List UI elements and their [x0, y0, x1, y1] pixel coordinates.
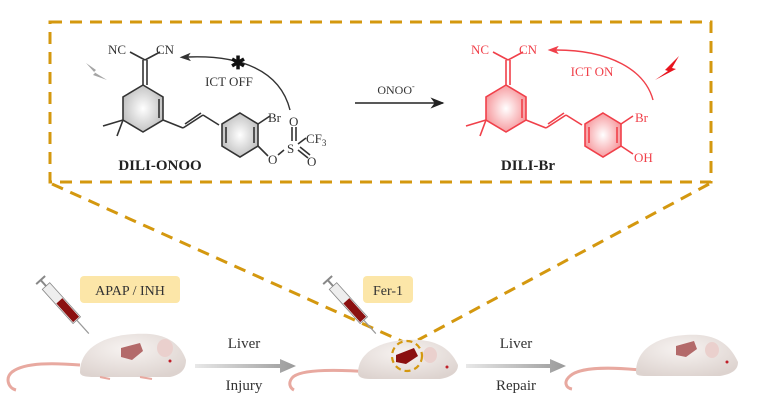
- product-nc: NC: [471, 42, 489, 57]
- probe-cf3-sub: 3: [322, 138, 327, 148]
- probe-ict-label: ICT OFF: [205, 74, 253, 89]
- syringe-1-icon: [35, 275, 90, 334]
- probe-o-bottom: O: [307, 154, 316, 169]
- zoom-callout: [48, 20, 713, 346]
- probe-cf3-main: CF: [306, 131, 322, 146]
- liver-healthy-icon: [121, 343, 143, 360]
- arrow2-top-label: Liver: [500, 336, 532, 352]
- step1-tag-bg: [80, 276, 180, 303]
- liver-repaired-icon: [676, 341, 697, 357]
- probe-ict-arrow: [179, 52, 291, 111]
- reagent-charge: -: [412, 82, 415, 91]
- arrow2-bottom-label: Repair: [496, 378, 536, 394]
- probe-o-top: O: [289, 114, 298, 129]
- product-ict-arrow: [547, 45, 654, 101]
- reagent-label: ONOO-: [377, 82, 415, 97]
- probe-name: DILI-ONOO: [118, 158, 201, 174]
- product-ring-1: [485, 84, 527, 133]
- probe-ict-blocked: ✱: [230, 53, 245, 73]
- arrow1-bottom-label: Injury: [226, 378, 263, 394]
- mouse-2: [288, 339, 458, 392]
- product-name: DILI-Br: [501, 158, 556, 174]
- step2-tag: Fer-1: [373, 284, 403, 299]
- probe-o-ester: O: [268, 152, 277, 167]
- step1-tag: APAP / INH: [95, 284, 165, 299]
- callout-line-right: [417, 182, 710, 342]
- product-structure: [465, 51, 634, 158]
- syringe-2-icon: [322, 275, 377, 334]
- probe-structure: [102, 51, 311, 159]
- product-oh: OH: [634, 150, 653, 165]
- arrow1-top-label: Liver: [228, 336, 260, 352]
- product-br: Br: [635, 110, 649, 125]
- lightning-off-icon: [86, 63, 107, 80]
- probe-s: S: [287, 141, 294, 156]
- probe-ring-1: [122, 84, 164, 133]
- callout-line-left: [51, 182, 409, 346]
- liver-injured-icon: [396, 348, 418, 364]
- product-cn: CN: [519, 42, 538, 57]
- product-ict-label: ICT ON: [571, 64, 614, 79]
- callout-box: [48, 20, 713, 184]
- probe-nc: NC: [108, 42, 126, 57]
- probe-cn: CN: [156, 42, 175, 57]
- mouse-1: [6, 333, 186, 392]
- mouse-3: [564, 334, 738, 391]
- step2-tag-bg: [363, 276, 413, 303]
- product-ring-2: [584, 112, 622, 158]
- probe-br: Br: [268, 110, 282, 125]
- arrow-1: [195, 359, 296, 373]
- lightning-on-icon: [655, 56, 679, 80]
- probe-cf3: CF3: [306, 131, 327, 148]
- probe-ring-2: [221, 112, 259, 158]
- liver-highlight-circle: [390, 339, 424, 373]
- reagent-main: ONOO: [377, 83, 412, 97]
- arrow-2: [466, 359, 566, 373]
